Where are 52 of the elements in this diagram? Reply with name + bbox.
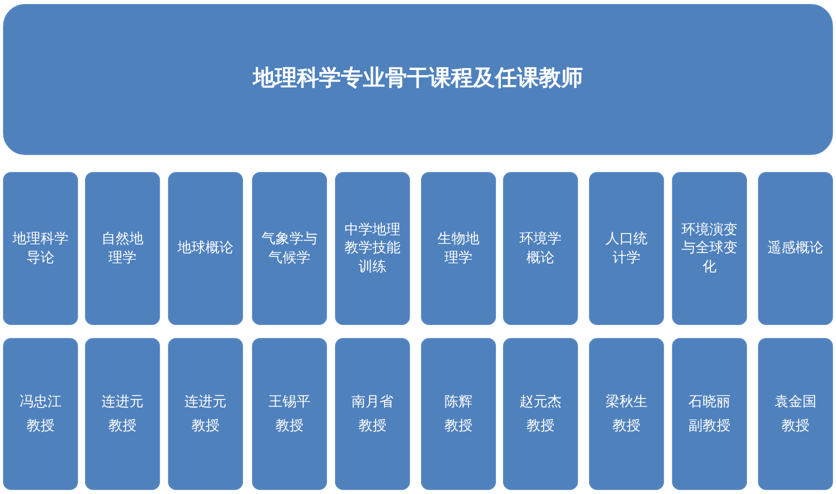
- teacher-box: [503, 338, 578, 490]
- course-name: 中学地理教学技能训练: [344, 221, 400, 276]
- teacher-box: [421, 338, 496, 490]
- teacher-rank: 教授: [358, 417, 386, 436]
- teacher-box: [672, 338, 747, 490]
- teacher-box: [252, 338, 327, 490]
- teacher-rank: 王锡平: [268, 392, 310, 411]
- teacher-box: [758, 338, 833, 490]
- teacher-rank: 教授: [192, 417, 220, 436]
- course-name: 气象学与气候学: [262, 230, 318, 267]
- course-box: [589, 172, 664, 325]
- course-box: [168, 172, 243, 325]
- teacher-rank: 连进元: [184, 392, 226, 411]
- teacher-rank: 南月省: [352, 392, 394, 411]
- course-box: [85, 172, 160, 325]
- course-name: 环境学概论: [520, 230, 562, 267]
- teacher-rank: 梁秋生: [606, 392, 648, 411]
- course-name: 遥感概论: [768, 239, 824, 258]
- course-name: 地球概论: [178, 239, 234, 258]
- teacher-rank: 陈辉: [444, 392, 472, 411]
- course-box: [252, 172, 327, 325]
- teacher-rank: 副教授: [688, 417, 730, 436]
- teacher-rank: 教授: [444, 417, 472, 436]
- teacher-box: [335, 338, 410, 490]
- course-box: [503, 172, 578, 325]
- teacher-rank: 教授: [526, 417, 554, 436]
- teacher-rank: 石晓丽: [688, 392, 730, 411]
- course-box: [758, 172, 833, 325]
- title-box: [3, 4, 833, 155]
- teacher-box: [589, 338, 664, 490]
- teacher-box: [168, 338, 243, 490]
- teacher-rank: 袁金国: [774, 392, 816, 411]
- teacher-rank: 冯忠江: [20, 392, 62, 411]
- teacher-rank: 教授: [26, 417, 54, 436]
- course-name: 人口统计学: [606, 230, 648, 267]
- teacher-rank: 教授: [612, 417, 640, 436]
- teacher-rank: 赵元杰: [520, 392, 562, 411]
- course-name: 生物地理学: [438, 230, 480, 267]
- course-box: [3, 172, 78, 325]
- teacher-rank: 教授: [276, 417, 304, 436]
- header-label: 地理科学专业骨干课程及任课教师: [253, 65, 583, 94]
- course-name: 地理科学导论: [12, 230, 68, 267]
- course-box: [421, 172, 496, 325]
- course-box: [335, 172, 410, 325]
- teacher-rank: 连进元: [102, 392, 144, 411]
- course-box: [672, 172, 747, 325]
- course-name: 环境演变与全球变化: [682, 221, 738, 276]
- teacher-rank: 教授: [782, 417, 810, 436]
- teacher-rank: 教授: [108, 417, 136, 436]
- teacher-box: [85, 338, 160, 490]
- teacher-box: [3, 338, 78, 490]
- course-name: 自然地理学: [102, 230, 144, 267]
